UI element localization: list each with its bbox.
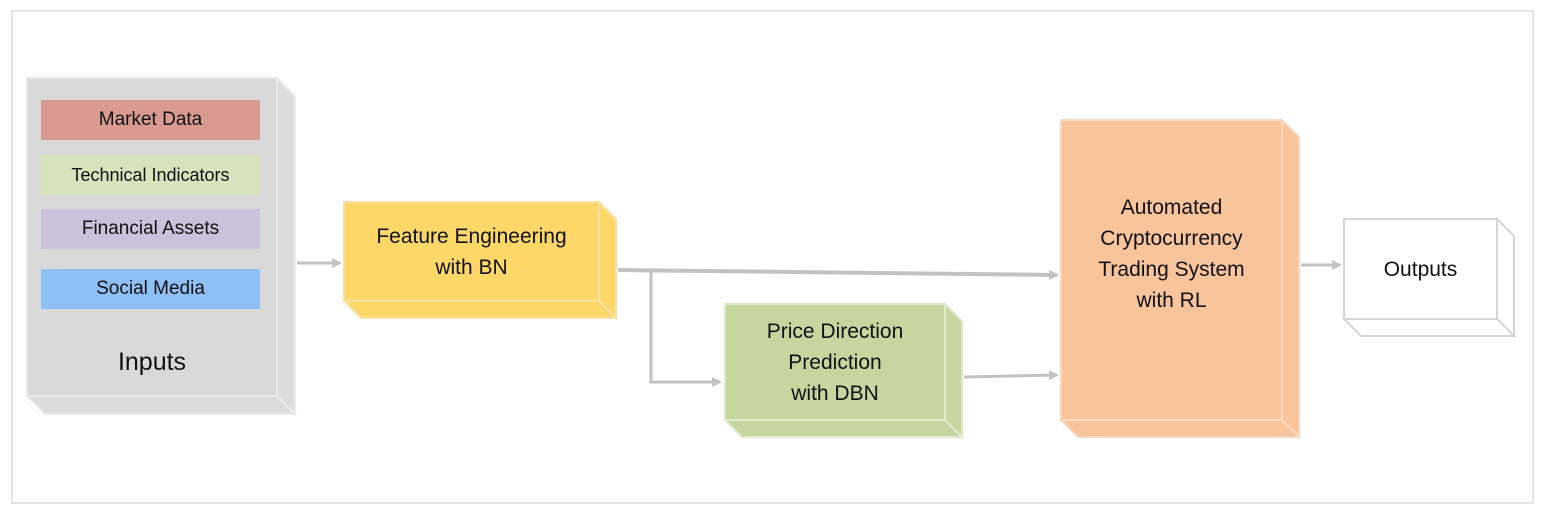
prediction-line-3: with DBN	[791, 381, 879, 405]
trading-system-label: Automated Cryptocurrency Trading System …	[1061, 180, 1282, 328]
feature-line-1: Feature Engineering	[376, 224, 567, 248]
arrow-prediction-to-trading	[963, 370, 1059, 381]
prediction-line-1: Price Direction	[766, 319, 904, 343]
arrow-feature-to-trading	[617, 268, 1059, 280]
feature-engineering-box	[341, 199, 619, 321]
prediction-line-2: Prediction	[788, 350, 882, 374]
input-chip-label: Financial Assets	[81, 218, 220, 239]
trading-line-1: Automated	[1120, 196, 1223, 219]
inputs-title: Inputs	[27, 340, 277, 384]
trading-line-4: with RL	[1136, 289, 1207, 312]
trading-line-2: Cryptocurrency	[1100, 227, 1243, 250]
input-chip-market-data: Market Data	[41, 100, 260, 140]
trading-system-box	[1058, 117, 1302, 440]
outputs-box	[1341, 216, 1517, 339]
input-chip-social-media: Social Media	[41, 269, 260, 309]
input-chip-technical-indicators: Technical Indicators	[41, 155, 260, 195]
feature-engineering-label: Feature Engineering with BN	[344, 202, 599, 301]
input-chip-label: Social Media	[96, 278, 205, 299]
input-chip-label: Technical Indicators	[71, 164, 230, 185]
outputs-label: Outputs	[1344, 219, 1497, 319]
diagram-frame	[11, 10, 1534, 504]
outputs-text: Outputs	[1383, 257, 1458, 281]
arrow-feature-to-prediction	[649, 272, 722, 387]
feature-line-2: with BN	[435, 255, 508, 279]
price-direction-box	[722, 301, 965, 440]
input-chip-label: Market Data	[98, 109, 203, 130]
trading-line-3: Trading System	[1098, 258, 1245, 281]
input-chip-financial-assets: Financial Assets	[41, 209, 260, 249]
price-direction-label: Price Direction Prediction with DBN	[725, 304, 945, 420]
inputs-title-text: Inputs	[117, 347, 187, 376]
